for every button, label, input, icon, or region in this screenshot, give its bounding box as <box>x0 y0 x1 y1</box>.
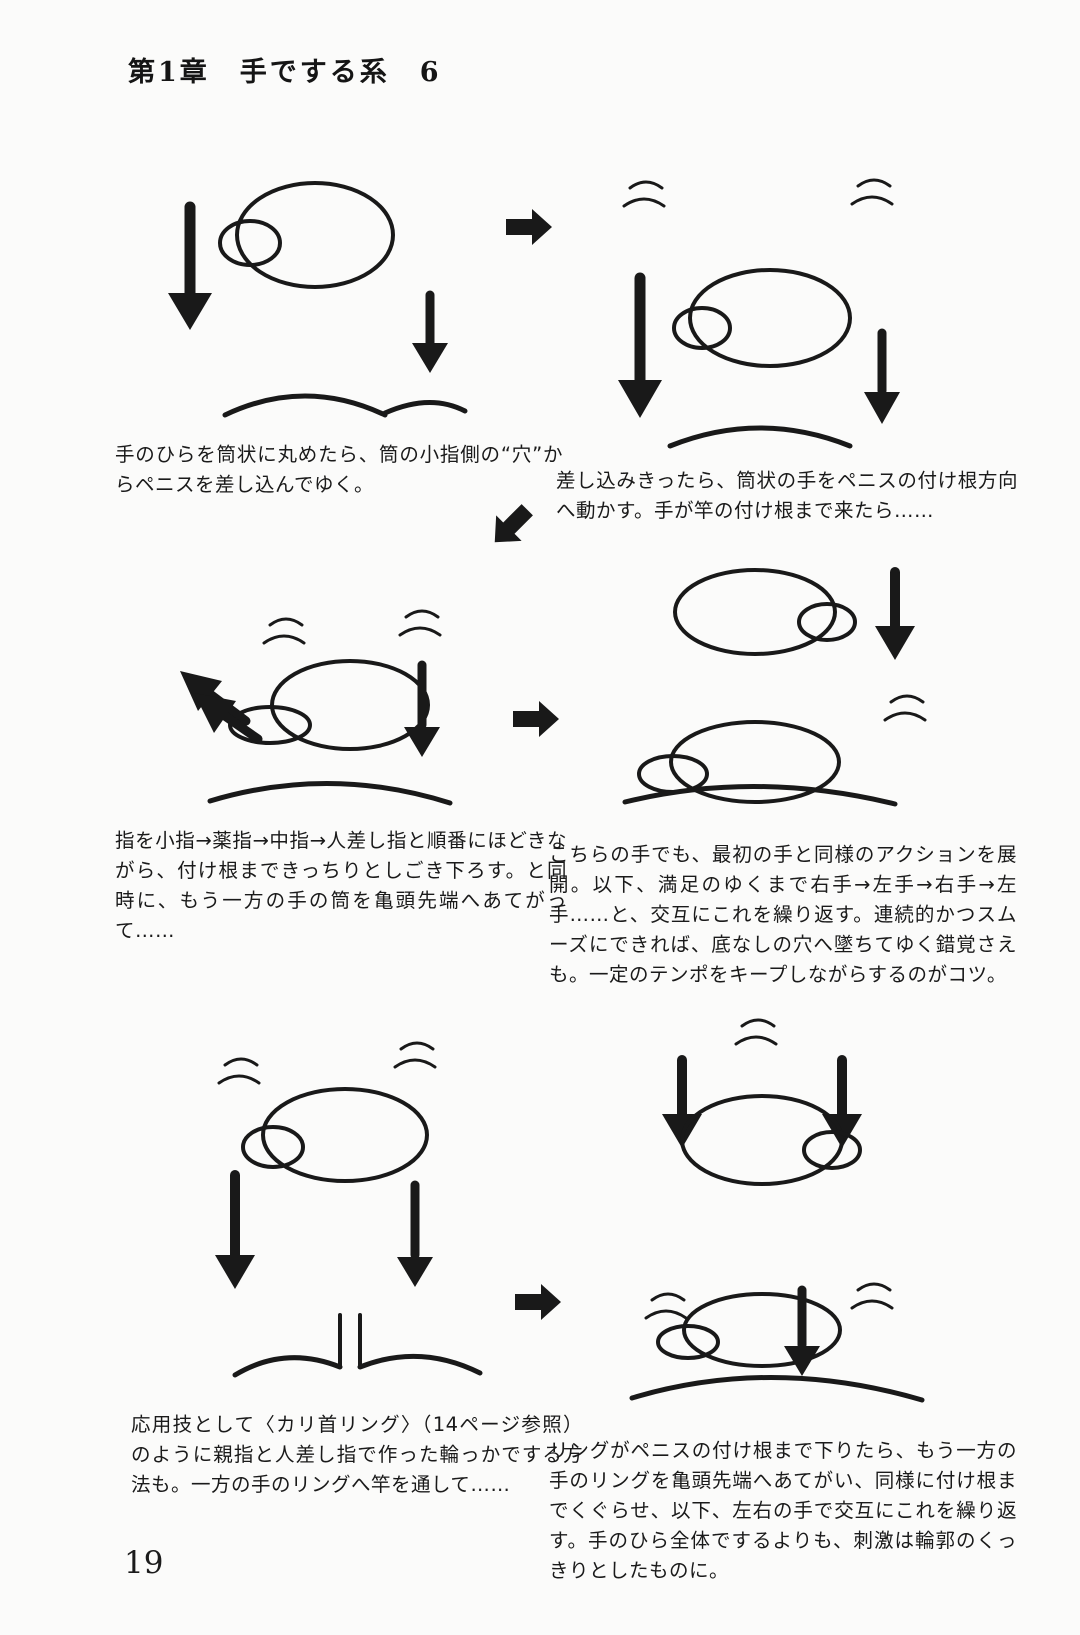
caption-step-2: 差し込みきったら、筒状の手をペニスの付け根方向へ動かす。手が竿の付け根まで来たら… <box>556 469 1018 522</box>
flow-arrow-right-icon <box>504 207 554 247</box>
illustration-step-4 <box>595 552 955 831</box>
line-art-step-3 <box>180 609 453 806</box>
line-art-step-6 <box>629 1018 925 1403</box>
illustration-step-3 <box>150 525 510 824</box>
caption-step-6: リングがペニスの付け根まで下りたら、もう一方の手のリングを亀頭先端へあてがい、同… <box>549 1439 1017 1582</box>
line-art-step-4 <box>622 567 927 807</box>
line-art-step-1 <box>168 181 468 418</box>
flow-arrow-down-left-icon <box>479 494 543 558</box>
caption-step-3: 指を小指→薬指→中指→人差し指と順番にほどきながら、付け根まできっちりとしごき下… <box>115 829 567 942</box>
illustration-step-6 <box>592 1000 962 1434</box>
illustration-step-5 <box>165 1015 520 1409</box>
line-art-step-5 <box>215 1041 483 1378</box>
page-number: 19 <box>124 1545 164 1581</box>
caption-step-4: こちらの手でも、最初の手と同様のアクションを展開。以下、満足のゆくまで右手→左手… <box>549 843 1017 986</box>
flow-arrow-right-icon <box>513 1282 563 1322</box>
illustration-step-1 <box>130 115 480 439</box>
illustration-step-2 <box>590 128 930 462</box>
chapter-header: 第1章 手でする系 6 <box>128 57 442 88</box>
caption-step-1: 手のひらを筒状に丸めたら、筒の小指側の“穴”からペニスを差し込んでゆく。 <box>115 443 563 496</box>
flow-arrow-right-icon <box>511 699 561 739</box>
caption-step-5: 応用技として〈カリ首リング〉（14ページ参照）のように親指と人差し指で作った輪っ… <box>131 1413 583 1496</box>
line-art-step-2 <box>618 178 900 449</box>
